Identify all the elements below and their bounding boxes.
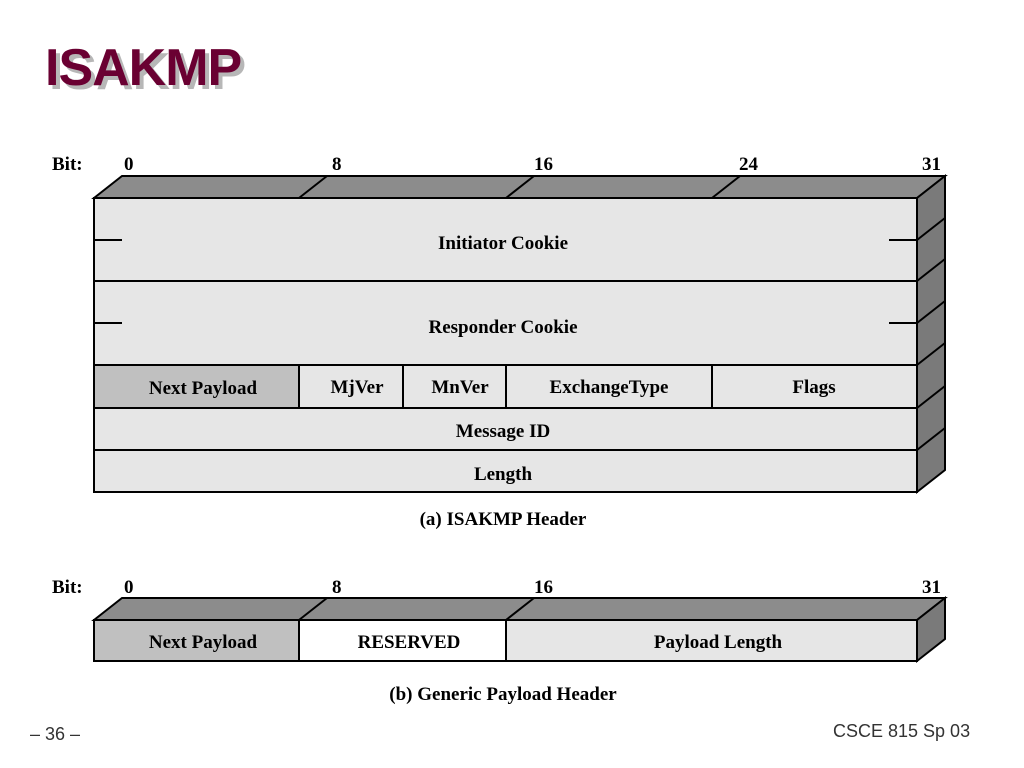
course-label: CSCE 815 Sp 03 (833, 721, 971, 741)
bit-8-b: 8 (332, 577, 342, 598)
bit-16-b: 16 (534, 577, 553, 598)
label-flags: Flags (792, 377, 835, 398)
field-mjver (298, 364, 404, 409)
side-face-a (916, 173, 946, 495)
bit-label-a: Bit: (52, 154, 83, 175)
caption-isakmp-header: (a) ISAKMP Header (420, 509, 587, 530)
bit-31-a: 31 (922, 154, 941, 175)
label-next-payload-a: Next Payload (149, 378, 258, 399)
field-length (93, 449, 918, 493)
caption-generic-payload-header: (b) Generic Payload Header (389, 684, 617, 705)
field-flags (711, 364, 918, 409)
bit-24-a: 24 (739, 154, 759, 175)
label-payload-length: Payload Length (654, 632, 783, 653)
field-payload-length (505, 619, 918, 662)
field-message-id (93, 407, 918, 451)
label-mjver: MjVer (330, 377, 384, 398)
slide-title: ISAKMP (45, 39, 242, 97)
label-responder-cookie: Responder Cookie (428, 317, 577, 338)
isakmp-header-diagram: Bit: 0 8 16 24 31 Initiator Cookie Respo… (52, 154, 948, 530)
label-reserved: RESERVED (358, 632, 461, 653)
generic-payload-header-diagram: Bit: 0 8 16 31 Next Payload RESERVED Pay… (52, 577, 948, 705)
field-next-payload-a (93, 364, 300, 409)
bit-0-a: 0 (124, 154, 134, 175)
label-next-payload-b: Next Payload (149, 632, 258, 653)
field-next-payload-b (93, 619, 300, 662)
label-initiator-cookie: Initiator Cookie (438, 233, 568, 254)
page-number: – 36 – (30, 724, 81, 744)
label-mnver: MnVer (431, 377, 489, 398)
bit-8-a: 8 (332, 154, 342, 175)
label-message-id: Message ID (456, 421, 550, 442)
bit-label-b: Bit: (52, 577, 83, 598)
bit-31-b: 31 (922, 577, 941, 598)
label-exchange-type: ExchangeType (550, 377, 669, 398)
label-length: Length (474, 464, 533, 485)
bit-0-b: 0 (124, 577, 134, 598)
bit-16-a: 16 (534, 154, 553, 175)
field-mnver (402, 364, 507, 409)
field-reserved (298, 619, 507, 662)
